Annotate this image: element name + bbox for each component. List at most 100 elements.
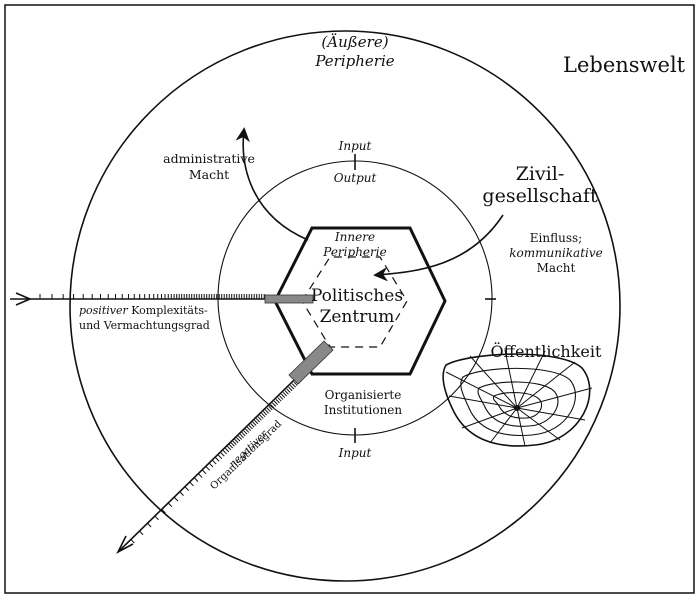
axis-tick — [252, 421, 257, 426]
axis-tick — [266, 407, 271, 412]
axis-tick — [257, 416, 262, 421]
axis-tick — [174, 497, 179, 502]
positive-axis-arrowhead — [15, 292, 33, 306]
web-spoke — [445, 371, 518, 409]
axis-tick — [246, 426, 252, 432]
axis-tick — [264, 409, 270, 414]
positive-axis-label-1: positiver Komplexitäts- — [79, 304, 208, 317]
inner-periphery-label-2: Peripherie — [322, 245, 386, 259]
web-spoke — [516, 407, 586, 421]
axis-tick — [215, 457, 220, 462]
lebenswelt-circle — [69, 30, 621, 582]
axis-tick — [205, 466, 211, 471]
web-spoke — [516, 361, 576, 409]
axis-tick — [277, 397, 282, 402]
administrative-power-label-1: administrative — [163, 151, 255, 166]
influence-arrow — [373, 214, 504, 282]
axis-tick — [222, 450, 227, 455]
axis-tick — [230, 442, 235, 447]
axis-tick — [268, 405, 273, 411]
axis-tick — [284, 390, 289, 395]
axis-tick — [234, 438, 239, 444]
negative-axis-ticks — [130, 378, 302, 544]
political-center-hexagon — [273, 226, 447, 376]
axis-tick — [168, 502, 173, 508]
web-spoke — [516, 387, 593, 409]
axis-tick — [275, 398, 280, 404]
axis-tick — [286, 388, 291, 393]
axis-tick — [261, 412, 266, 418]
axis-tick — [263, 411, 268, 416]
input-top-label: Input — [338, 139, 372, 153]
axis-tick — [259, 414, 264, 419]
axis-tick — [209, 463, 214, 468]
web-spoke — [516, 350, 546, 409]
axis-tick — [255, 418, 261, 423]
organized-institutions-label-1: Organisierte — [325, 388, 402, 402]
influence-label-1: Einfluss; — [530, 231, 582, 245]
axis-tick — [272, 402, 277, 407]
administrative-power-label-2: Macht — [189, 167, 229, 182]
axis-tick — [291, 383, 296, 388]
axis-tick — [184, 486, 190, 491]
civil-society-label-1: Zivil- — [516, 163, 565, 185]
web-hub — [514, 405, 520, 411]
positive-axis-label-2: und Vermachtungsgrad — [79, 319, 210, 332]
negative-axis-bar — [288, 340, 334, 385]
web-spoke — [461, 407, 518, 429]
axis-tick — [273, 400, 278, 405]
axis-tick — [130, 539, 135, 544]
political-center-label-2: Zentrum — [320, 307, 395, 327]
influence-label-3: Macht — [537, 261, 576, 275]
axis-tick — [248, 425, 253, 430]
axis-tick — [239, 433, 244, 438]
axis-tick — [179, 491, 184, 496]
public-sphere-label: Öffentlichkeit — [491, 341, 602, 361]
web-spoke — [516, 407, 561, 441]
outer-periphery-label-2: Peripherie — [314, 52, 394, 70]
axis-tick — [226, 445, 232, 451]
axis-tick — [154, 515, 159, 521]
axis-tick — [293, 381, 298, 386]
axis-tick — [212, 460, 217, 465]
axis-tick — [161, 509, 166, 514]
web-spoke — [469, 355, 518, 409]
axis-tick — [236, 437, 241, 442]
axis-tick — [254, 419, 259, 425]
axis-tick — [217, 454, 223, 459]
administrative-power-arrow — [235, 127, 309, 241]
outer-periphery-label-1: (Äußere) — [321, 33, 388, 51]
public-sphere-web — [442, 349, 593, 447]
frame-border — [4, 4, 695, 594]
negative-axis-arrowhead — [116, 535, 134, 554]
inner-periphery-label-1: Innere — [334, 230, 375, 244]
axis-tick — [282, 392, 287, 397]
axis-tick — [147, 523, 152, 528]
web-spoke — [489, 407, 518, 444]
axis-tick — [228, 444, 234, 449]
input-bottom-label: Input — [338, 446, 372, 460]
political-center-label-1: Politisches — [311, 286, 403, 306]
axis-tick — [202, 469, 207, 475]
axis-tick — [250, 423, 255, 428]
web-spoke — [504, 349, 518, 409]
axis-tick — [241, 431, 246, 437]
axis-tick — [198, 473, 203, 478]
axis-tick — [289, 385, 295, 390]
axis-tick — [245, 428, 250, 433]
positive-axis-ticks — [39, 294, 265, 299]
axis-tick — [288, 386, 293, 392]
axis-tick — [279, 395, 284, 400]
axis-tick — [189, 482, 194, 487]
positive-axis-prefix: positiver — [79, 304, 128, 317]
positive-axis-bar — [264, 294, 314, 304]
axis-tick — [237, 435, 243, 440]
axis-tick — [194, 477, 199, 482]
organized-institutions-label-2: Institutionen — [324, 403, 403, 417]
influence-label-2: kommunikative — [509, 246, 603, 260]
axis-tick — [139, 530, 144, 536]
lebenswelt-label: Lebenswelt — [563, 53, 686, 77]
output-top-label: Output — [334, 171, 377, 185]
